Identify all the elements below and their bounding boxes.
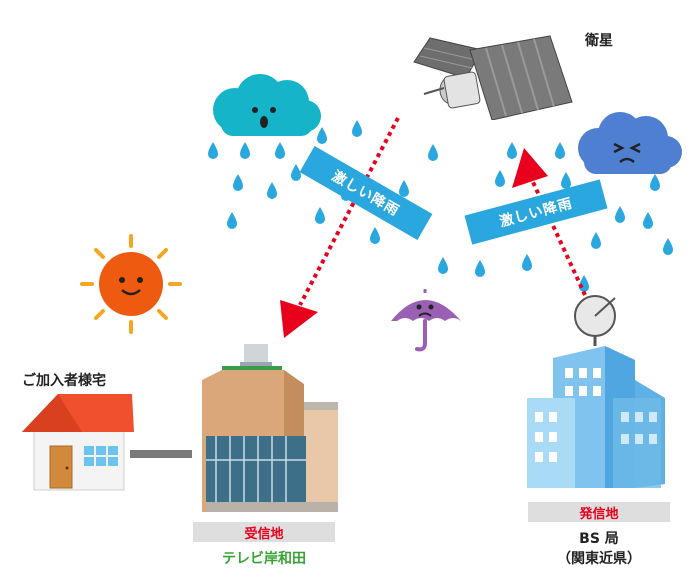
house-icon bbox=[22, 394, 134, 491]
tv-kishiwada-building bbox=[192, 340, 338, 512]
receive-site-label: 受信地 bbox=[193, 522, 335, 542]
satellite-icon bbox=[413, 35, 573, 120]
station-name-label: テレビ岸和田 bbox=[222, 551, 306, 567]
bs-station-label: BS 局 bbox=[579, 531, 619, 547]
home-label: ご加入者様宅 bbox=[22, 373, 106, 389]
satellite-label: 衛星 bbox=[585, 33, 613, 49]
bs-station-building bbox=[527, 295, 665, 488]
cable-line bbox=[130, 450, 196, 458]
sun-icon bbox=[80, 234, 182, 334]
cloud-surprised-icon bbox=[213, 74, 321, 136]
umbrella-icon bbox=[391, 289, 461, 352]
cloud-angry-icon bbox=[578, 112, 682, 174]
send-site-label: 発信地 bbox=[528, 502, 670, 522]
bs-region-label: （関東近県） bbox=[557, 551, 641, 567]
